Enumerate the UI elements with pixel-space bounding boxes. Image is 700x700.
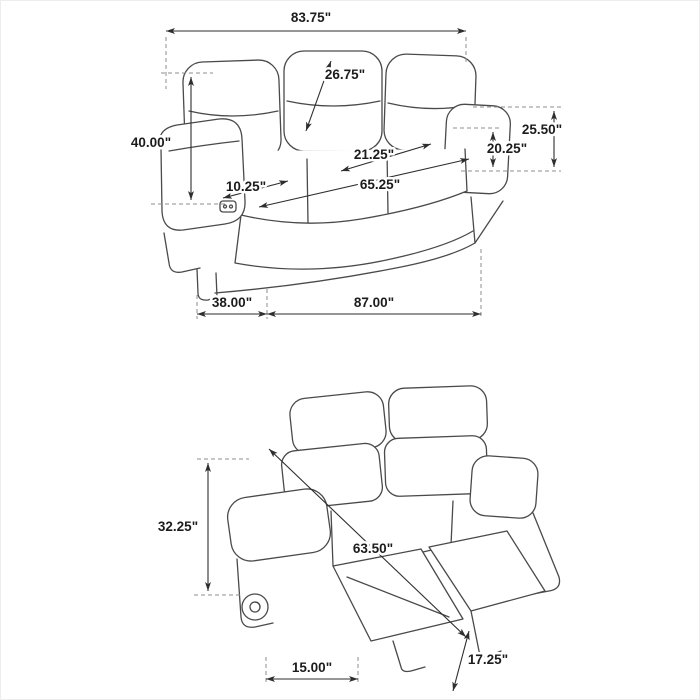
dim-reclined-back-height: 32.25" [158, 519, 198, 534]
reclined-dimension-labels: 32.25" 63.50" 15.00" 17.25" [155, 517, 510, 678]
power-recline-button-icon [219, 200, 237, 213]
dim-footrest-width: 15.00" [292, 660, 332, 675]
dim-overall-width: 87.00" [354, 295, 394, 310]
upright-sofa-drawing [159, 50, 511, 301]
dim-overall-height: 40.00" [131, 135, 171, 150]
upright-sofa-view: 83.75" 26.75" 40.00" 25.50" 20.25" 21.25… [128, 8, 565, 319]
dim-overall-back-width: 83.75" [291, 10, 331, 25]
reclined-dimension-lines [194, 448, 470, 692]
upright-dimension-labels: 83.75" 26.75" 40.00" 25.50" 20.25" 21.25… [128, 8, 564, 313]
dim-back-cushion-height: 26.75" [325, 67, 365, 82]
dim-side-depth: 38.00" [212, 295, 252, 310]
dim-arm-width: 10.25" [226, 179, 266, 194]
dim-arm-inner-height: 20.25" [487, 141, 527, 156]
dim-reclined-depth: 63.50" [353, 541, 393, 556]
dim-footrest-height: 17.25" [468, 652, 508, 667]
dim-arm-outer-height: 25.50" [522, 122, 562, 137]
dim-seat-depth: 21.25" [354, 147, 394, 162]
reclined-sofa-view: 32.25" 63.50" 15.00" 17.25" [155, 385, 561, 692]
recline-handle-icon [241, 593, 269, 621]
reclined-sofa-drawing [226, 385, 561, 673]
upright-dimension-lines [151, 28, 561, 319]
dim-seat-width: 65.25" [360, 177, 400, 192]
